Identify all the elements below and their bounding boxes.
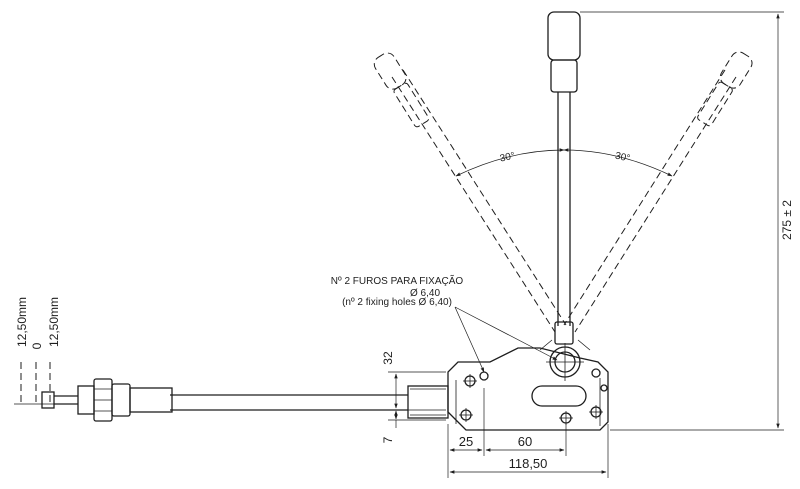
base-offset-label: 7 [381, 436, 395, 443]
lever-left-ghost [373, 52, 567, 333]
holes-label-pt: Nº 2 FUROS PARA FIXAÇÃO [331, 274, 464, 287]
dim-angle-arc: 30° 30° [455, 148, 673, 177]
fixing-hole-right [589, 405, 603, 419]
holes-label-en: (nº 2 fixing holes Ø 6,40) [342, 297, 452, 308]
base-body [447, 339, 609, 431]
dim-horizontal: 25 60 118,50 [447, 388, 609, 478]
body-height-label: 32 [381, 351, 395, 365]
fixing-hole-left [459, 408, 473, 422]
dim-body-height: 32 [381, 351, 446, 411]
lever-main [547, 11, 581, 345]
fixing-hole-top [463, 371, 489, 388]
hole-offset-label: 25 [459, 434, 473, 449]
stroke-bottom-label: 12,50mm [47, 297, 61, 347]
dim-stroke: 12,50mm 0 12,50mm [14, 297, 61, 405]
stroke-zero-label: 0 [30, 342, 44, 349]
pivot-hub [539, 339, 591, 381]
dim-height-label: 275 ± 2 [780, 200, 794, 240]
holes-annotation: Nº 2 FUROS PARA FIXAÇÃO Ø 6,40 (nº 2 fix… [331, 274, 558, 373]
lever-right-ghost [563, 51, 753, 333]
dim-overall-height: 275 ± 2 [580, 11, 794, 431]
overall-length-label: 118,50 [509, 456, 548, 471]
angle-left-label: 30° [499, 151, 516, 165]
fixing-hole-mid [559, 411, 573, 425]
angle-right-label: 30° [614, 151, 631, 165]
hole-spacing-label: 60 [518, 434, 532, 449]
dim-base-offset: 7 [381, 410, 446, 443]
cable-assembly [41, 378, 449, 422]
stroke-top-label: 12,50mm [15, 297, 29, 347]
holes-label-diam: Ø 6,40 [410, 288, 440, 299]
